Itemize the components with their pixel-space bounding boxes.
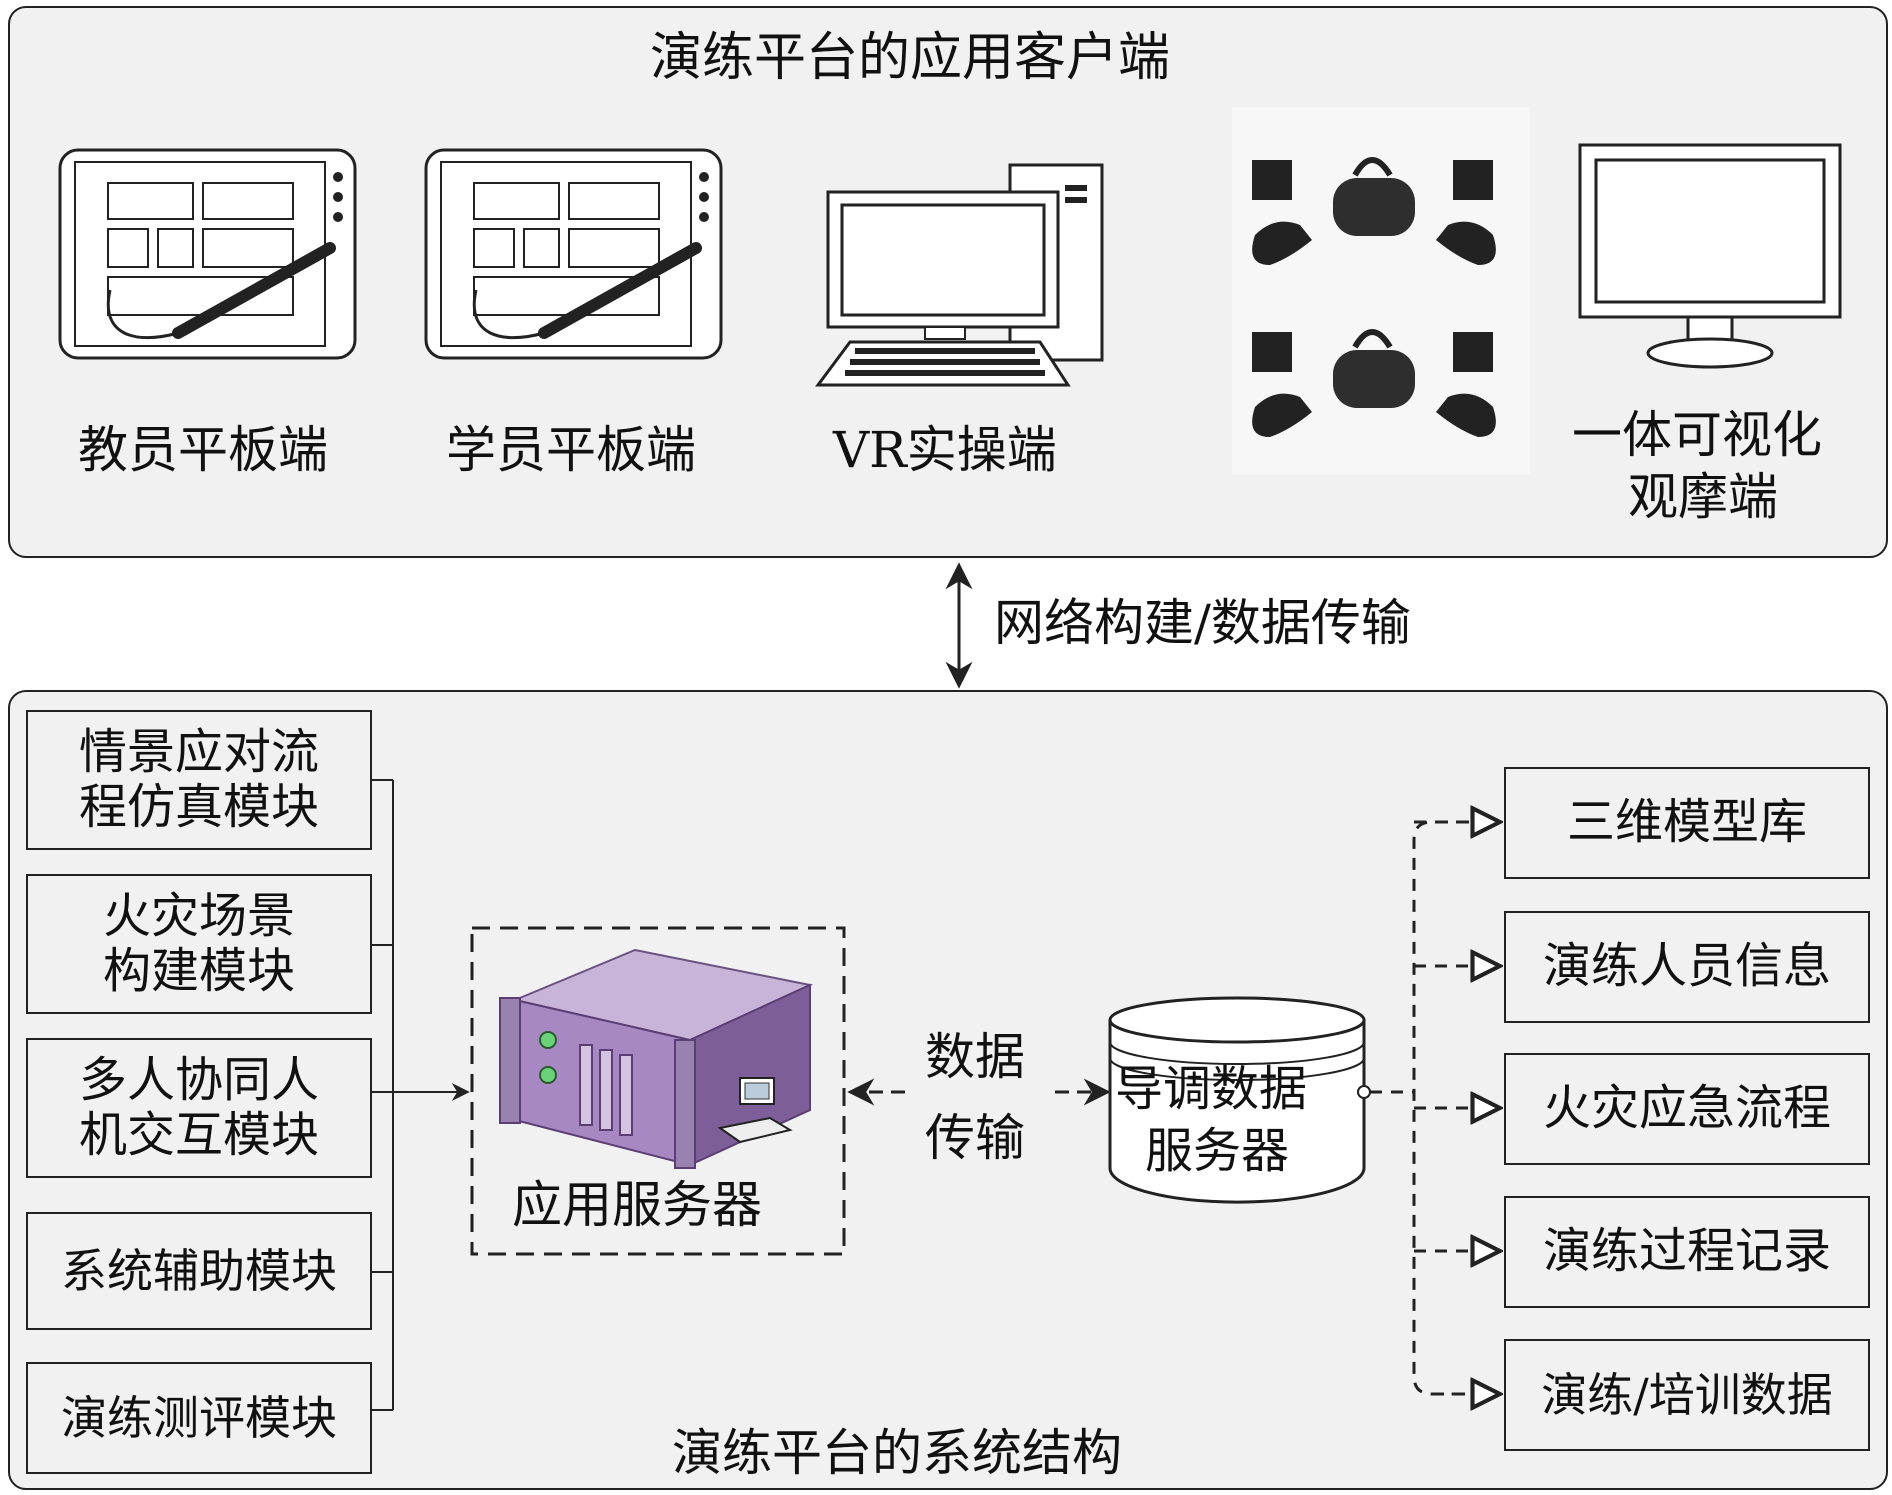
student-tablet-icon [424, 148, 723, 360]
app-server-frame [470, 926, 846, 1256]
monitor-icon [1578, 143, 1842, 369]
network-label: 网络构建/数据传输 [994, 594, 1411, 652]
module-connector [370, 779, 470, 1411]
system-panel-title: 演练平台的系统结构 [672, 1424, 1122, 1482]
module-system-auxiliary: 系统辅助模块 [26, 1212, 372, 1330]
module-fire-scene: 火灾场景构建模块 [26, 874, 372, 1014]
client-panel-title: 演练平台的应用客户端 [650, 28, 1171, 88]
data-transfer-label-2: 传输 [925, 1109, 1025, 1167]
db-3d-model-library: 三维模型库 [1504, 767, 1870, 879]
vr-headset-icon [1232, 107, 1530, 475]
db-fire-emergency-process: 火灾应急流程 [1504, 1053, 1870, 1165]
teacher-tablet-label: 教员平板端 [78, 421, 328, 479]
db-server-label-2: 服务器 [1145, 1123, 1290, 1179]
module-multi-user-interaction: 多人协同人机交互模块 [26, 1038, 372, 1178]
database-cylinder-icon [1108, 996, 1371, 1204]
app-server-label: 应用服务器 [512, 1176, 762, 1234]
db-drill-training-data: 演练/培训数据 [1504, 1339, 1870, 1451]
visualization-label-line2: 观摩端 [1628, 468, 1778, 526]
db-server-label-1: 导调数据 [1115, 1061, 1308, 1117]
module-drill-evaluation: 演练测评模块 [26, 1362, 372, 1474]
module-scenario-simulation: 情景应对流程仿真模块 [26, 710, 372, 850]
server-icon [499, 948, 814, 1169]
vr-client-label: VR实操端 [833, 421, 1057, 479]
desktop-computer-icon [815, 163, 1104, 387]
teacher-tablet-icon [58, 148, 357, 360]
visualization-label-line1: 一体可视化 [1572, 406, 1822, 464]
db-personnel-info: 演练人员信息 [1504, 911, 1870, 1023]
db-drill-process-record: 演练过程记录 [1504, 1196, 1870, 1308]
data-transfer-label-1: 数据 [925, 1028, 1025, 1086]
student-tablet-label: 学员平板端 [446, 421, 696, 479]
db-distribution-lines [1370, 822, 1500, 1394]
